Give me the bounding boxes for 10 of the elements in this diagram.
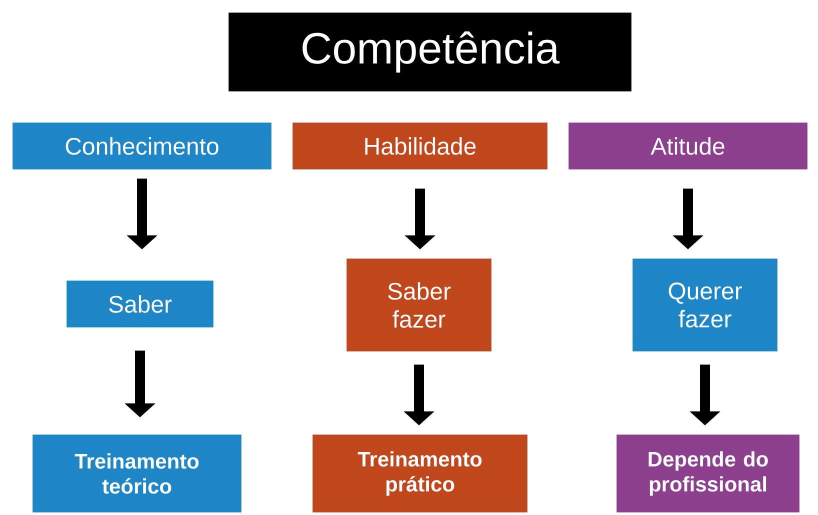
category-box: Conhecimento <box>11 121 273 171</box>
category-box: Atitude <box>567 121 809 171</box>
concept-box: Saber fazer <box>345 257 493 353</box>
result-box: Depende do profissional <box>615 433 801 514</box>
title-box: Competência <box>227 11 633 93</box>
concept-box: Saber <box>65 279 215 329</box>
result-box: Treinamento prático <box>311 433 529 514</box>
concept-box: Querer fazer <box>631 257 779 353</box>
result-box: Treinamento teórico <box>31 433 243 514</box>
category-box: Habilidade <box>291 121 549 171</box>
